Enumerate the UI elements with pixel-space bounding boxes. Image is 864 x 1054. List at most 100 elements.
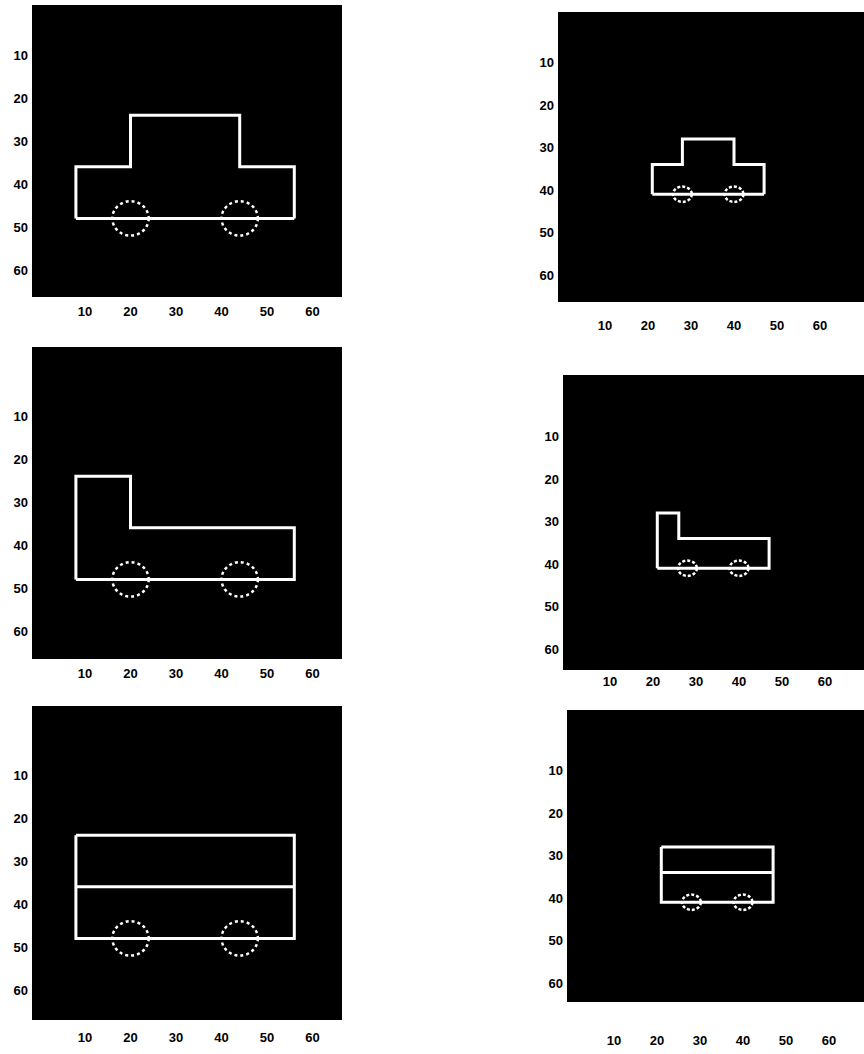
x-tick-label: 50: [260, 1030, 274, 1045]
y-tick-label: 20: [549, 806, 563, 821]
y-tick-label: 50: [549, 933, 563, 948]
y-tick-label: 60: [14, 983, 28, 998]
x-tick-label: 10: [607, 1033, 621, 1048]
wheel: [222, 201, 258, 235]
wheel: [725, 187, 744, 202]
y-tick-label: 20: [14, 452, 28, 467]
x-tick-label: 50: [775, 674, 789, 689]
x-tick-label: 30: [693, 1033, 707, 1048]
y-tick-label: 30: [545, 514, 559, 529]
x-tick-label: 50: [770, 318, 784, 333]
x-tick-label: 20: [123, 304, 137, 319]
y-tick-label: 60: [549, 976, 563, 991]
y-tick-label: 50: [14, 581, 28, 596]
y-tick-label: 10: [545, 429, 559, 444]
x-tick-label: 20: [123, 666, 137, 681]
wheel: [112, 921, 148, 955]
vehicle-outline: [76, 885, 294, 888]
vehicle-outline: [661, 871, 773, 874]
vehicle-outline: [657, 513, 769, 568]
wheel: [222, 921, 258, 955]
black-background: [32, 706, 342, 1020]
x-tick-label: 50: [779, 1033, 793, 1048]
y-tick-label: 40: [545, 557, 559, 572]
black-background: [558, 12, 864, 302]
y-tick-label: 30: [540, 140, 554, 155]
x-tick-label: 40: [214, 666, 228, 681]
vehicle-outline: [76, 835, 294, 938]
y-tick-label: 30: [14, 495, 28, 510]
x-tick-label: 40: [214, 1030, 228, 1045]
x-tick-label: 30: [684, 318, 698, 333]
y-tick-label: 50: [545, 599, 559, 614]
y-tick-label: 60: [545, 642, 559, 657]
x-tick-label: 10: [78, 1030, 92, 1045]
y-tick-label: 20: [14, 91, 28, 106]
image-panel: [567, 710, 864, 1002]
x-tick-label: 10: [78, 666, 92, 681]
y-tick-label: 40: [14, 177, 28, 192]
vehicle-outline: [76, 217, 294, 220]
x-tick-label: 10: [598, 318, 612, 333]
x-tick-label: 30: [689, 674, 703, 689]
vehicle-outline: [652, 193, 764, 196]
y-tick-label: 40: [549, 891, 563, 906]
y-tick-label: 50: [540, 225, 554, 240]
x-tick-label: 60: [305, 666, 319, 681]
black-background: [32, 347, 342, 659]
vehicle-outline: [652, 139, 764, 194]
y-tick-label: 60: [14, 263, 28, 278]
black-background: [563, 375, 864, 670]
y-tick-label: 10: [14, 768, 28, 783]
wheel: [673, 187, 692, 202]
y-tick-label: 20: [545, 472, 559, 487]
x-tick-label: 30: [169, 1030, 183, 1045]
x-tick-label: 60: [305, 304, 319, 319]
x-tick-label: 50: [260, 666, 274, 681]
y-tick-label: 20: [14, 811, 28, 826]
y-tick-label: 50: [14, 220, 28, 235]
wheel: [682, 895, 701, 910]
black-background: [32, 5, 342, 297]
x-tick-label: 60: [305, 1030, 319, 1045]
x-tick-label: 20: [641, 318, 655, 333]
vehicle-outline: [661, 847, 773, 902]
y-tick-label: 10: [14, 409, 28, 424]
y-tick-label: 50: [14, 940, 28, 955]
y-tick-label: 40: [14, 897, 28, 912]
image-panel: [558, 12, 864, 302]
wheel: [112, 201, 148, 235]
y-tick-label: 10: [540, 55, 554, 70]
x-tick-label: 20: [123, 1030, 137, 1045]
wheel: [734, 895, 753, 910]
y-tick-label: 10: [14, 48, 28, 63]
wheel: [730, 561, 749, 576]
y-tick-label: 40: [540, 183, 554, 198]
image-panel: [32, 706, 342, 1020]
image-panel: [32, 347, 342, 659]
y-tick-label: 30: [14, 134, 28, 149]
y-tick-label: 20: [540, 98, 554, 113]
x-tick-label: 10: [603, 674, 617, 689]
x-tick-label: 60: [822, 1033, 836, 1048]
x-tick-label: 20: [646, 674, 660, 689]
wheel: [222, 562, 258, 596]
x-tick-label: 60: [813, 318, 827, 333]
image-panel: [563, 375, 864, 670]
x-tick-label: 30: [169, 304, 183, 319]
x-tick-label: 20: [650, 1033, 664, 1048]
x-tick-label: 60: [818, 674, 832, 689]
y-tick-label: 60: [540, 268, 554, 283]
y-tick-label: 10: [549, 763, 563, 778]
x-tick-label: 40: [214, 304, 228, 319]
y-tick-label: 40: [14, 538, 28, 553]
image-panel: [32, 5, 342, 297]
x-tick-label: 30: [169, 666, 183, 681]
x-tick-label: 50: [260, 304, 274, 319]
wheel: [678, 561, 697, 576]
x-tick-label: 40: [727, 318, 741, 333]
y-tick-label: 30: [549, 848, 563, 863]
vehicle-outline: [76, 115, 294, 218]
y-tick-label: 60: [14, 624, 28, 639]
